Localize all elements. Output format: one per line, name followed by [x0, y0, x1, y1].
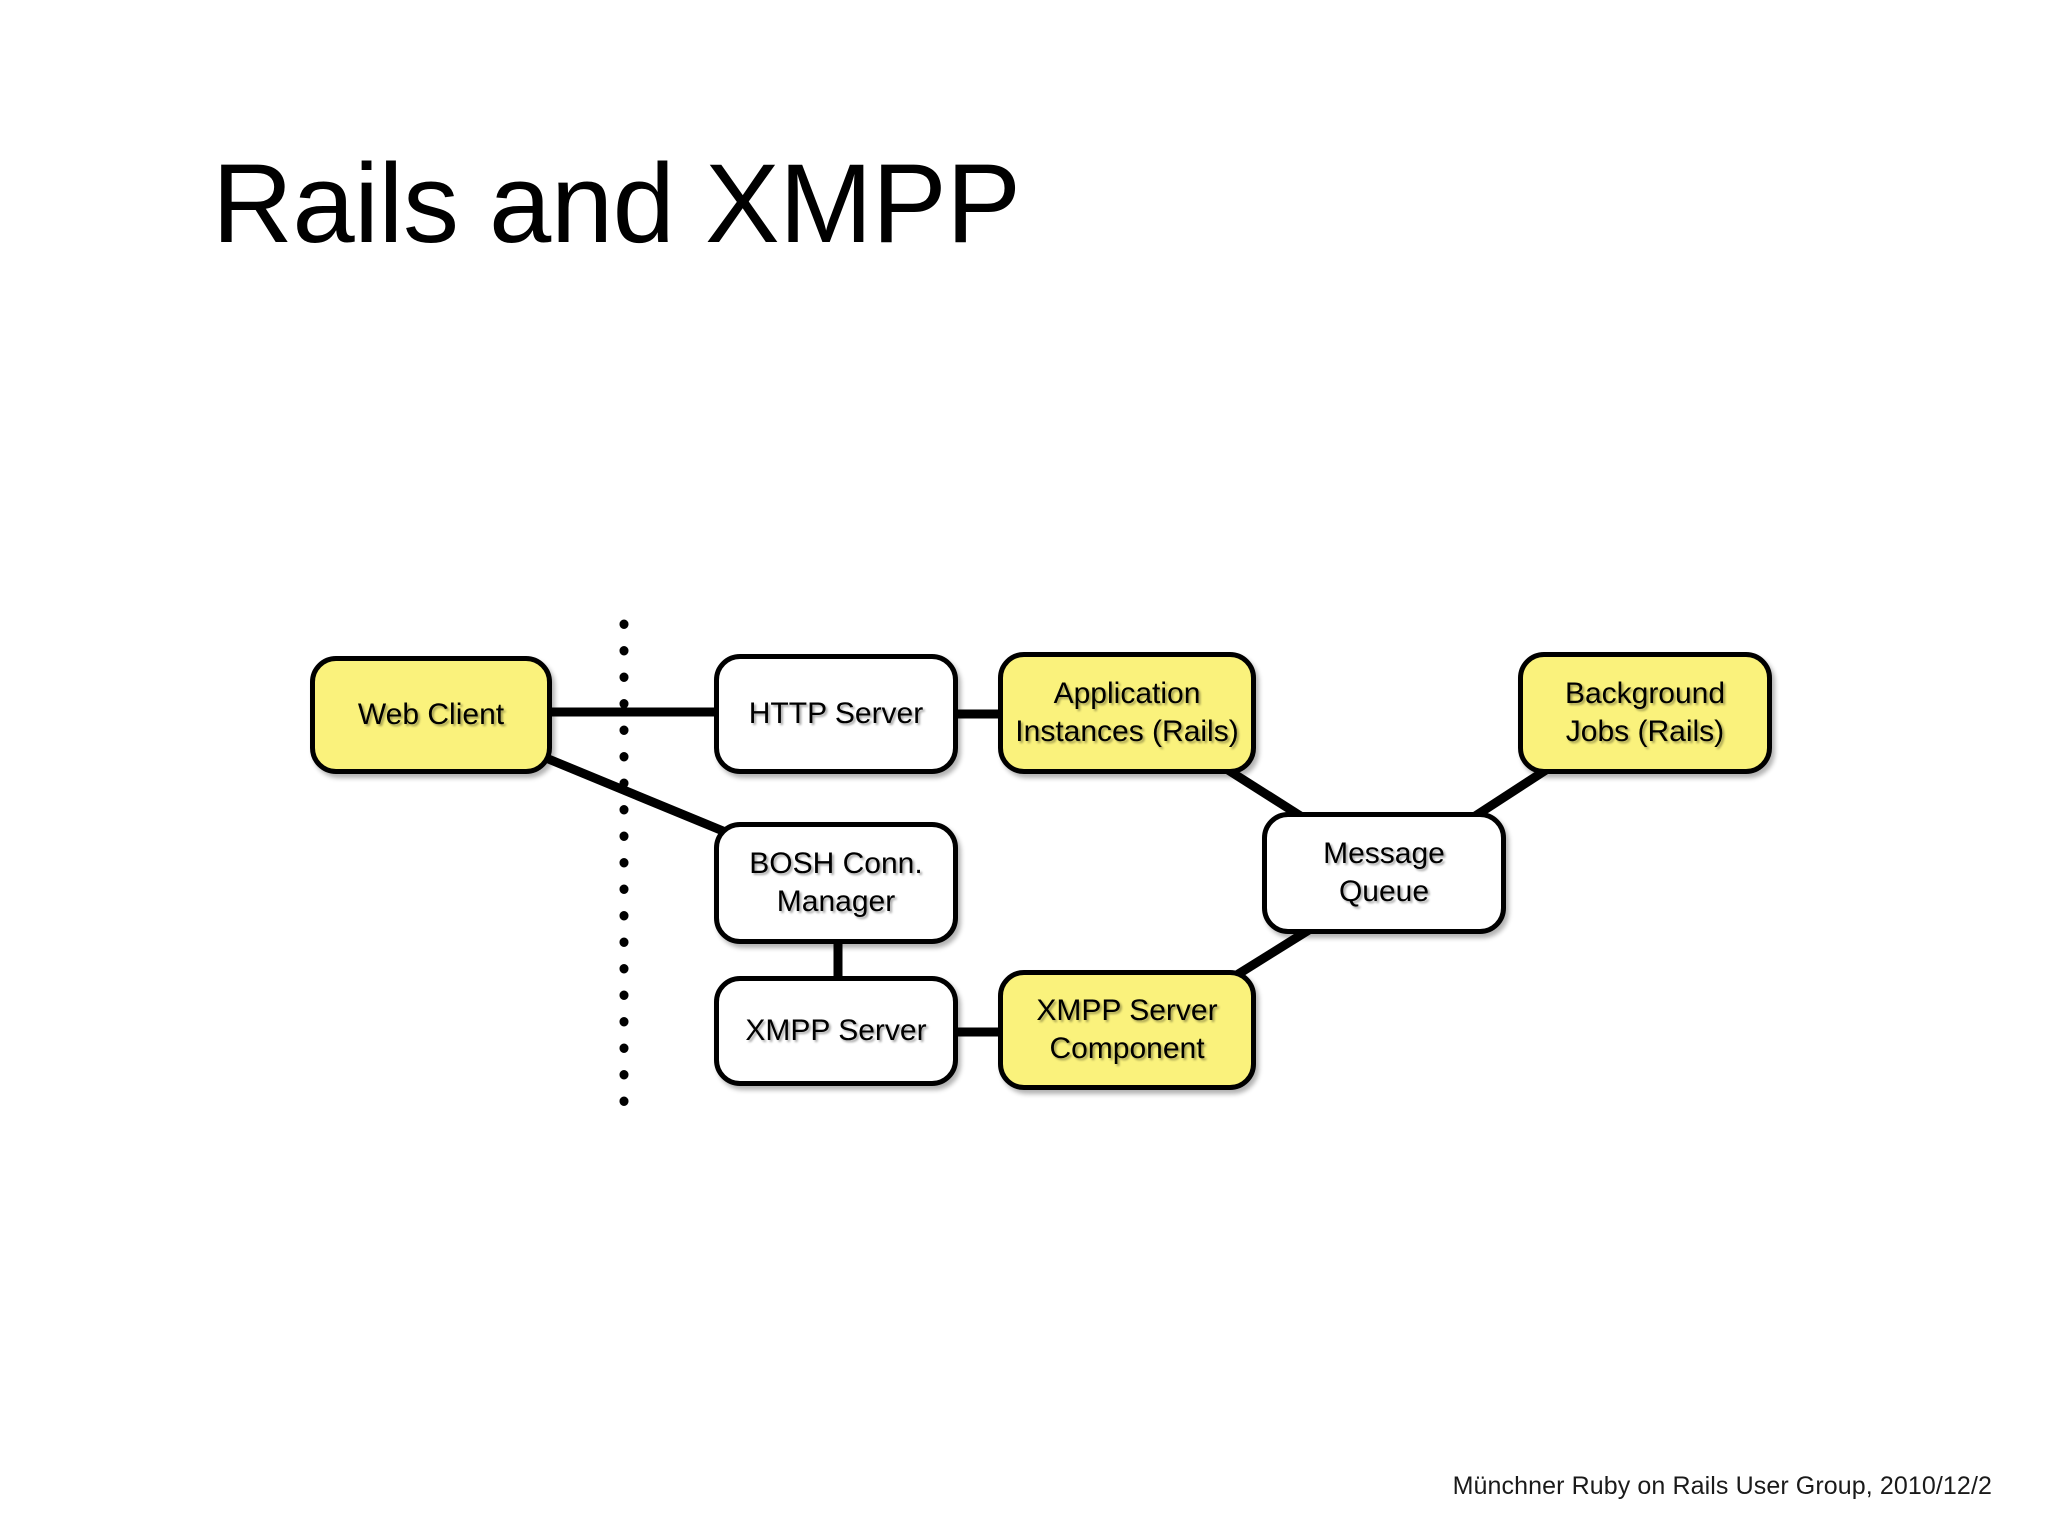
node-web-client[interactable]: Web Client	[310, 656, 552, 774]
node-message-queue-label: Message Queue	[1323, 836, 1445, 908]
node-xmpp-server-component[interactable]: XMPP Server Component	[998, 970, 1256, 1090]
node-background-jobs[interactable]: Background Jobs (Rails)	[1518, 652, 1772, 774]
node-application-instances[interactable]: Application Instances (Rails)	[998, 652, 1256, 774]
node-application-instances-label: Application Instances (Rails)	[1015, 676, 1239, 748]
node-bosh-connection-manager[interactable]: BOSH Conn. Manager	[714, 822, 958, 944]
node-http-server[interactable]: HTTP Server	[714, 654, 958, 774]
node-xmpp-server[interactable]: XMPP Server	[714, 976, 958, 1086]
node-xmpp-server-component-label: XMPP Server Component	[1036, 993, 1218, 1065]
node-web-client-label: Web Client	[357, 697, 505, 731]
slide-footer: Münchner Ruby on Rails User Group, 2010/…	[1452, 1472, 1992, 1500]
edge-xmpp-component-message-queue	[1229, 924, 1315, 982]
node-bosh-connection-manager-label: BOSH Conn. Manager	[749, 846, 923, 918]
node-message-queue[interactable]: Message Queue	[1262, 812, 1506, 934]
node-background-jobs-label: Background Jobs (Rails)	[1564, 676, 1726, 748]
edge-web-client-bosh	[544, 753, 742, 843]
node-xmpp-server-label: XMPP Server	[745, 1013, 927, 1047]
node-http-server-label: HTTP Server	[748, 696, 924, 730]
page-title: Rails and XMPP	[212, 141, 1021, 266]
